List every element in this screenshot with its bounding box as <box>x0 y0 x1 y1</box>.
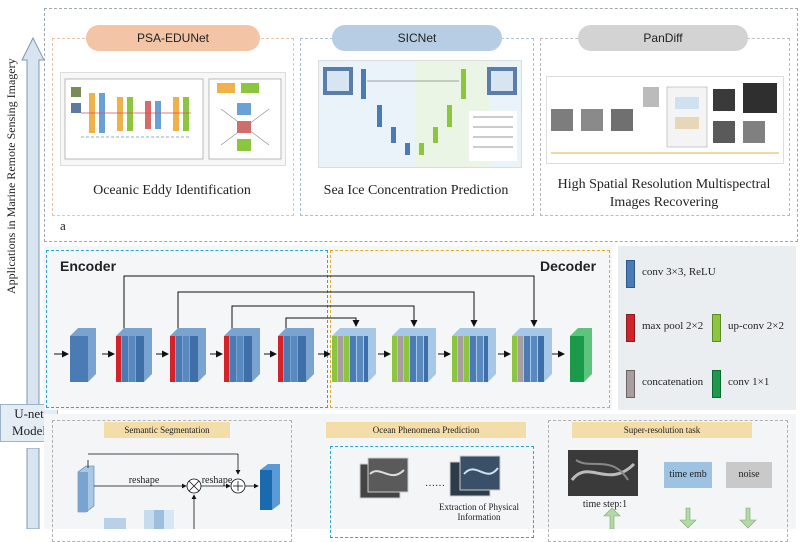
block-output <box>570 328 592 382</box>
sicnet-figure <box>318 60 522 168</box>
app-sicnet-title: SICNet <box>332 25 502 51</box>
legend-conv1-label: conv 1×1 <box>728 376 770 388</box>
block-4 <box>278 328 314 382</box>
block-2 <box>170 328 206 382</box>
semantic-reshape-2: reshape <box>201 475 233 486</box>
block-6 <box>392 328 436 382</box>
pandiff-figure <box>546 76 784 164</box>
ocean-ellipsis: …… <box>425 478 445 489</box>
legend-panel <box>618 246 796 410</box>
side-arrow-lower <box>26 448 40 529</box>
side-label: Applications in Marine Remote Sensing Im… <box>4 58 18 294</box>
app-pandiff-caption: High Spatial Resolution Multispectral Im… <box>557 177 771 210</box>
encoder-label: Encoder <box>60 258 117 274</box>
superres-time-step: time step:1 <box>582 499 628 510</box>
app-sicnet-caption: Sea Ice Concentration Prediction <box>323 183 509 198</box>
legend-concat-label: concatenation <box>642 376 704 388</box>
superres-time-emb: time emb <box>664 462 712 488</box>
semantic-reshape-1: reshape <box>128 475 160 486</box>
panel-a-marker: a <box>60 218 66 233</box>
legend-conv-label: conv 3×3, ReLU <box>642 266 716 278</box>
panel-a <box>44 8 798 242</box>
superres-image <box>568 450 638 496</box>
encoder-box <box>46 250 328 408</box>
superres-title: Super-resolution task <box>572 422 752 438</box>
block-3 <box>224 328 260 382</box>
block-5 <box>332 328 376 382</box>
block-1 <box>116 328 152 382</box>
ocean-title: Ocean Phenomena Prediction <box>326 422 526 438</box>
legend-concat-swatch <box>626 370 635 398</box>
app-pandiff-title: PanDiff <box>578 25 748 51</box>
semantic-title: Semantic Segmentation <box>104 422 230 438</box>
legend-maxpool-label: max pool 2×2 <box>642 320 704 332</box>
superres-arrows <box>603 507 757 529</box>
decoder-label: Decoder <box>540 258 597 274</box>
block-0 <box>70 328 96 382</box>
decoder-box <box>330 250 610 408</box>
legend-upconv-label: up-conv 2×2 <box>728 320 784 332</box>
app-psa-edunet-title: PSA-EDUNet <box>86 25 260 51</box>
legend-conv1-swatch <box>712 370 721 398</box>
semantic-diagram <box>77 453 280 529</box>
block-7 <box>452 328 496 382</box>
ocean-images <box>359 455 501 499</box>
block-8 <box>512 328 552 382</box>
legend-maxpool-swatch <box>626 314 635 342</box>
side-arrow <box>21 36 45 406</box>
legend-upconv-swatch <box>712 314 721 342</box>
legend-conv-swatch <box>626 260 635 288</box>
psa-edunet-figure <box>60 72 286 166</box>
superres-noise: noise <box>726 462 772 488</box>
unet-diagram <box>54 275 565 358</box>
ocean-extraction: Extraction of Physical Information <box>439 502 519 522</box>
app-psa-edunet-caption: Oceanic Eddy Identification <box>93 183 251 198</box>
